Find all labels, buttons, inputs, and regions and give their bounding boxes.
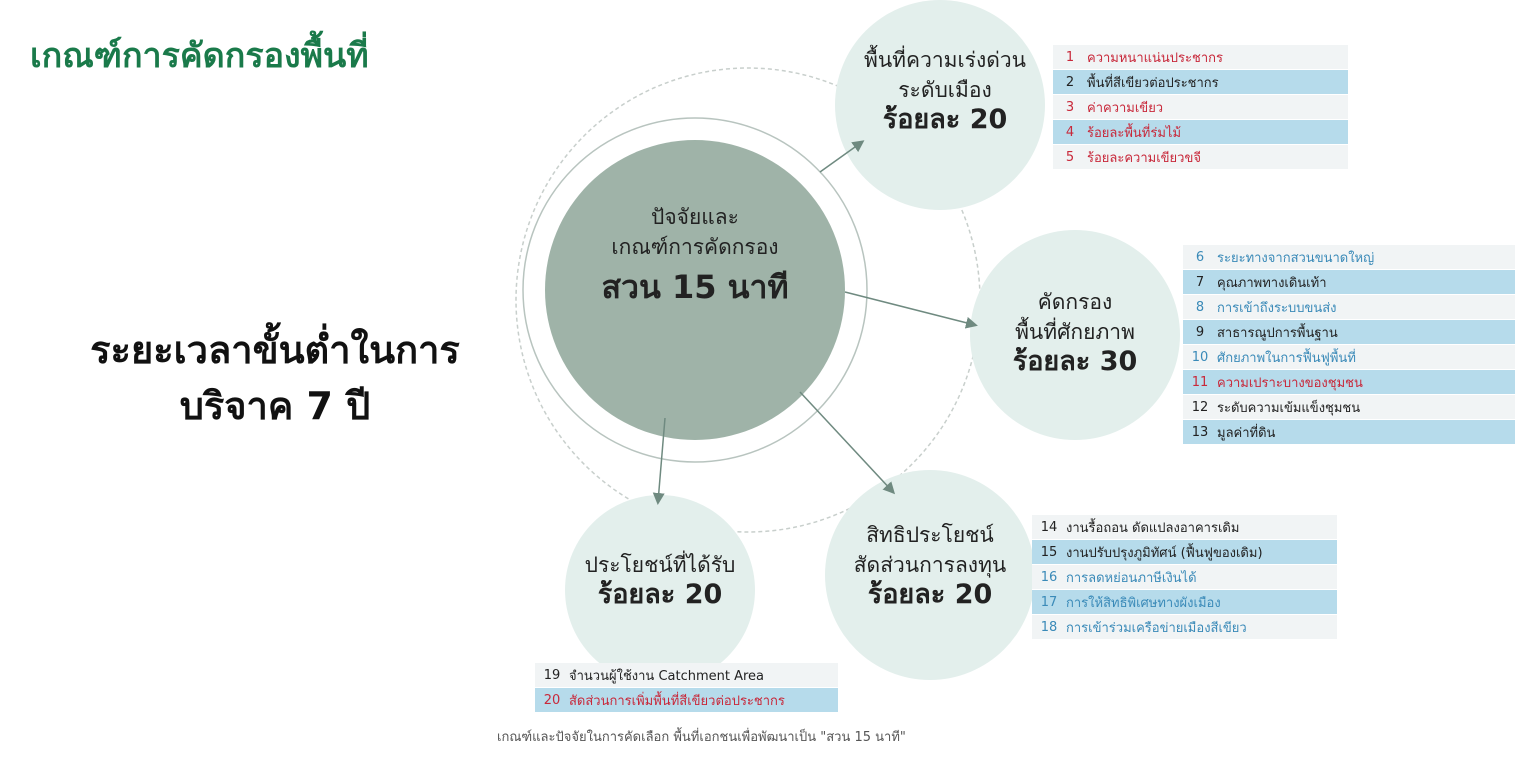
criteria-label: สัดส่วนการเพิ่มพื้นที่สีเขียวต่อประชากร (569, 693, 785, 709)
criteria-table-benefit: 19 จำนวนผู้ใช้งาน Catchment Area 20 สัดส่วน… (535, 663, 838, 713)
criteria-row: 15 งานปรับปรุงภูมิทัศน์ (ฟื้นฟูของเดิม) (1032, 540, 1337, 565)
criteria-number: 17 (1040, 594, 1058, 610)
criteria-number: 20 (543, 692, 561, 708)
arrow-to-potential (844, 291, 978, 329)
criteria-row: 1 ความหนาแน่นประชากร (1053, 45, 1348, 70)
criteria-label: สาธารณูปการพื้นฐาน (1217, 325, 1338, 341)
criteria-label: ความหนาแน่นประชากร (1087, 50, 1223, 66)
criteria-label: ร้อยละพื้นที่ร่มไม้ (1087, 125, 1182, 141)
criteria-row: 6 ระยะทางจากสวนขนาดใหญ่ (1183, 245, 1515, 270)
center-line3: สวน 15 นาที (601, 268, 789, 306)
criteria-number: 11 (1191, 374, 1209, 390)
node-circle-urgent (835, 0, 1045, 210)
criteria-label: งานรื้อถอน ดัดแปลงอาคารเดิม (1066, 520, 1240, 536)
criteria-number: 3 (1065, 99, 1075, 115)
criteria-row: 16 การลดหย่อนภาษีเงินได้ (1032, 565, 1337, 590)
criteria-row: 14 งานรื้อถอน ดัดแปลงอาคารเดิม (1032, 515, 1337, 540)
criteria-number: 12 (1191, 399, 1209, 415)
arrow-to-rights (799, 391, 896, 495)
left-text-line1: ระยะเวลาขั้นต่ำในการ (90, 328, 460, 372)
criteria-table-rights: 14 งานรื้อถอน ดัดแปลงอาคารเดิม 15 งานปรับปร… (1032, 515, 1337, 640)
criteria-row: 3 ค่าความเขียว (1053, 95, 1348, 120)
node-urgent-pct: ร้อยละ 20 (882, 104, 1008, 135)
arrow-to-benefit (652, 417, 666, 505)
node-rights: สิทธิประโยชน์ สัดส่วนการลงทุน ร้อยละ 20 (825, 520, 1035, 610)
criteria-number: 9 (1195, 324, 1205, 340)
criteria-label: ระดับความเข้มแข็งชุมชน (1217, 400, 1361, 416)
node-urgent-line1: พื้นที่ความเร่งด่วน (863, 48, 1026, 72)
node-urgent-line2: ระดับเมือง (898, 78, 992, 102)
criteria-label: งานปรับปรุงภูมิทัศน์ (ฟื้นฟูของเดิม) (1066, 545, 1263, 561)
node-rights-pct: ร้อยละ 20 (867, 579, 993, 610)
node-potential-line1: คัดกรอง (1037, 290, 1113, 314)
center-label: ปัจจัยและ เกณฑ์การคัดกรอง สวน 15 นาที (560, 202, 830, 306)
node-urgent: พื้นที่ความเร่งด่วน ระดับเมือง ร้อยละ 20 (840, 45, 1050, 135)
criteria-number: 14 (1040, 519, 1058, 535)
criteria-number: 4 (1065, 124, 1075, 140)
criteria-row: 17 การให้สิทธิพิเศษทางผังเมือง (1032, 590, 1337, 615)
criteria-label: ระยะทางจากสวนขนาดใหญ่ (1217, 250, 1375, 266)
criteria-number: 1 (1065, 49, 1075, 65)
criteria-number: 19 (543, 667, 561, 683)
left-text-line2: บริจาค 7 ปี (179, 384, 371, 428)
criteria-number: 2 (1065, 74, 1075, 90)
caption: เกณฑ์และปัจจัยในการคัดเลือก พื้นที่เอกชน… (497, 730, 906, 745)
criteria-label: ค่าความเขียว (1087, 100, 1164, 116)
criteria-row: 9 สาธารณูปการพื้นฐาน (1183, 320, 1515, 345)
criteria-label: ศักยภาพในการฟื้นฟูพื้นที่ (1217, 350, 1356, 366)
node-potential: คัดกรอง พื้นที่ศักยภาพ ร้อยละ 30 (975, 287, 1175, 377)
criteria-number: 15 (1040, 544, 1058, 560)
criteria-number: 6 (1195, 249, 1205, 265)
criteria-label: การให้สิทธิพิเศษทางผังเมือง (1066, 595, 1221, 611)
criteria-row: 12 ระดับความเข้มแข็งชุมชน (1183, 395, 1515, 420)
node-rights-line1: สิทธิประโยชน์ (866, 523, 994, 547)
criteria-row: 10 ศักยภาพในการฟื้นฟูพื้นที่ (1183, 345, 1515, 370)
min-donation-period-text: ระยะเวลาขั้นต่ำในการ บริจาค 7 ปี (40, 322, 510, 434)
criteria-label: การเข้าร่วมเครือข่ายเมืองสีเขียว (1066, 620, 1247, 636)
criteria-label: มูลค่าที่ดิน (1217, 425, 1276, 441)
criteria-label: ร้อยละความเขียวขจี (1087, 150, 1201, 166)
criteria-table-urgent: 1 ความหนาแน่นประชากร 2 พื้นที่สีเขียวต่อประ… (1053, 45, 1348, 170)
criteria-number: 8 (1195, 299, 1205, 315)
criteria-table-potential: 6 ระยะทางจากสวนขนาดใหญ่ 7 คุณภาพทางเดินเท้า… (1183, 245, 1515, 445)
node-rights-line2: สัดส่วนการลงทุน (853, 553, 1007, 577)
criteria-label: จำนวนผู้ใช้งาน Catchment Area (569, 668, 765, 684)
criteria-number: 13 (1191, 424, 1209, 440)
criteria-row: 20 สัดส่วนการเพิ่มพื้นที่สีเขียวต่อประชาก… (535, 688, 838, 713)
criteria-row: 11 ความเปราะบางของชุมชน (1183, 370, 1515, 395)
criteria-row: 2 พื้นที่สีเขียวต่อประชากร (1053, 70, 1348, 95)
node-benefit-line1: ประโยชน์ที่ได้รับ (584, 553, 736, 577)
criteria-number: 10 (1191, 349, 1209, 365)
criteria-label: ความเปราะบางของชุมชน (1217, 375, 1363, 391)
node-potential-pct: ร้อยละ 30 (1012, 346, 1138, 377)
node-circle-rights (825, 470, 1035, 680)
criteria-row: 8 การเข้าถึงระบบขนส่ง (1183, 295, 1515, 320)
criteria-number: 7 (1195, 274, 1205, 290)
center-line1: ปัจจัยและ (651, 205, 739, 229)
criteria-label: การเข้าถึงระบบขนส่ง (1217, 300, 1337, 316)
criteria-row: 7 คุณภาพทางเดินเท้า (1183, 270, 1515, 295)
arrow-to-urgent (819, 140, 865, 173)
page-title: เกณฑ์การคัดกรองพื้นที่ (30, 36, 369, 76)
criteria-number: 5 (1065, 149, 1075, 165)
node-circle-benefit (565, 495, 755, 685)
node-benefit: ประโยชน์ที่ได้รับ ร้อยละ 20 (560, 550, 760, 610)
criteria-label: การลดหย่อนภาษีเงินได้ (1066, 570, 1197, 586)
center-line2: เกณฑ์การคัดกรอง (611, 235, 779, 259)
node-circle-potential (970, 230, 1180, 440)
criteria-label: พื้นที่สีเขียวต่อประชากร (1087, 75, 1219, 91)
criteria-number: 16 (1040, 569, 1058, 585)
criteria-row: 19 จำนวนผู้ใช้งาน Catchment Area (535, 663, 838, 688)
criteria-row: 5 ร้อยละความเขียวขจี (1053, 145, 1348, 170)
center-circle (545, 140, 845, 440)
criteria-label: คุณภาพทางเดินเท้า (1217, 275, 1327, 291)
criteria-row: 4 ร้อยละพื้นที่ร่มไม้ (1053, 120, 1348, 145)
criteria-row: 18 การเข้าร่วมเครือข่ายเมืองสีเขียว (1032, 615, 1337, 640)
inner-ring (522, 117, 868, 463)
node-potential-line2: พื้นที่ศักยภาพ (1015, 320, 1135, 344)
criteria-number: 18 (1040, 619, 1058, 635)
node-benefit-pct: ร้อยละ 20 (597, 579, 723, 610)
criteria-row: 13 มูลค่าที่ดิน (1183, 420, 1515, 445)
